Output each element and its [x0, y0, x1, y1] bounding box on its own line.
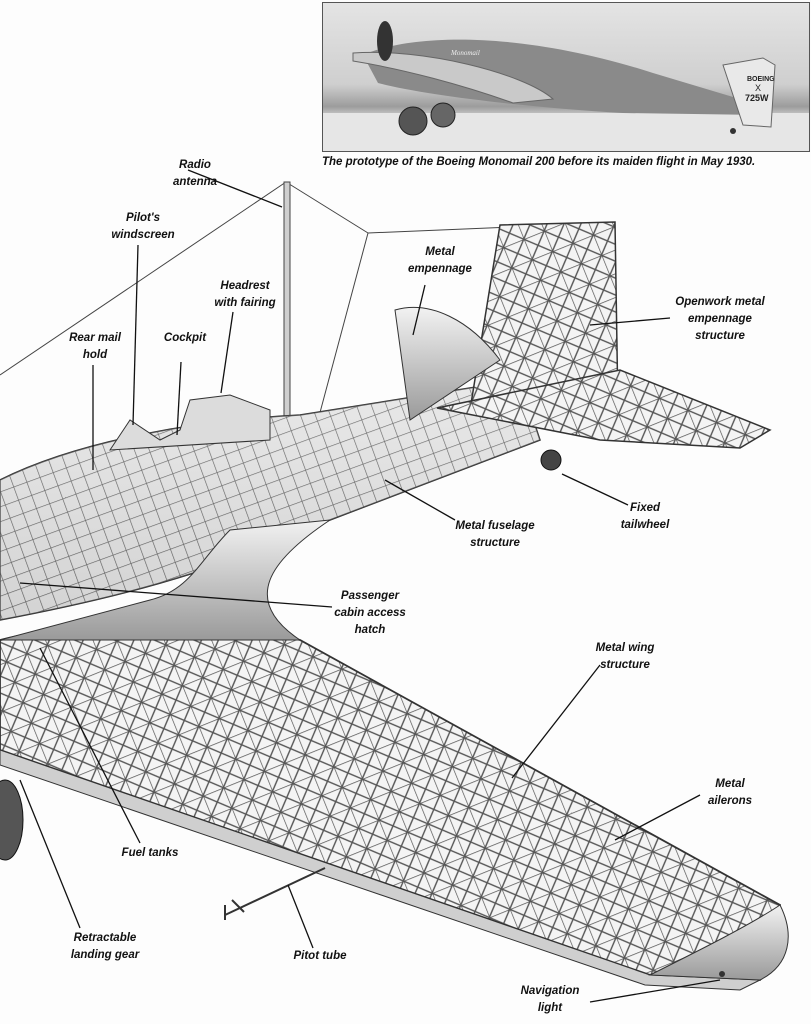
fuselage-lettering: Monomail: [450, 49, 480, 57]
landing-gear-wheel: [0, 779, 24, 861]
cockpit-area: [109, 394, 271, 451]
horizontal-tail: [436, 369, 772, 449]
tail-text-2: X: [755, 83, 761, 93]
label-radio-antenna: Radio antenna: [172, 159, 218, 188]
label-fuel-tanks: Fuel tanks: [121, 847, 179, 859]
label-cockpit: Cockpit: [163, 332, 207, 344]
prototype-photo: BOEING X 725W Monomail: [322, 2, 810, 152]
label-passenger-hatch: Passenger cabin access hatch: [334, 590, 406, 636]
label-retractable-landing-gear: Retractable landing gear: [70, 932, 140, 961]
label-fixed-tailwheel: Fixed tailwheel: [620, 502, 670, 531]
photo-caption: The prototype of the Boeing Monomail 200…: [322, 156, 756, 168]
metal-empennage-skin: [394, 306, 501, 421]
label-pitot-tube: Pitot tube: [293, 950, 347, 962]
label-metal-ailerons: Metal ailerons: [707, 778, 753, 807]
label-metal-fuselage: Metal fuselage structure: [455, 520, 535, 549]
label-rear-mail-hold: Rear mail hold: [69, 332, 121, 361]
label-metal-wing: Metal wing structure: [595, 642, 655, 671]
wing-tip: [648, 904, 789, 981]
tail-text-3: 725W: [745, 93, 769, 103]
tailwheel: [540, 449, 562, 471]
label-navigation-light: Navigation light: [520, 985, 580, 1014]
navigation-light-dot: [719, 971, 725, 977]
label-pilots-windscreen: Pilot's windscreen: [111, 212, 175, 241]
leader-lines: [19, 169, 721, 1003]
label-metal-empennage: Metal empennage: [408, 246, 472, 275]
pitot-tube: [224, 867, 326, 920]
label-openwork-empennage: Openwork metal empennage structure: [675, 296, 765, 342]
wing-root-fillet: [0, 519, 331, 641]
photo-aircraft: BOEING X 725W Monomail: [323, 21, 809, 151]
label-headrest-fairing: Headrest with fairing: [214, 280, 276, 309]
tail-text-1: BOEING: [747, 76, 775, 83]
